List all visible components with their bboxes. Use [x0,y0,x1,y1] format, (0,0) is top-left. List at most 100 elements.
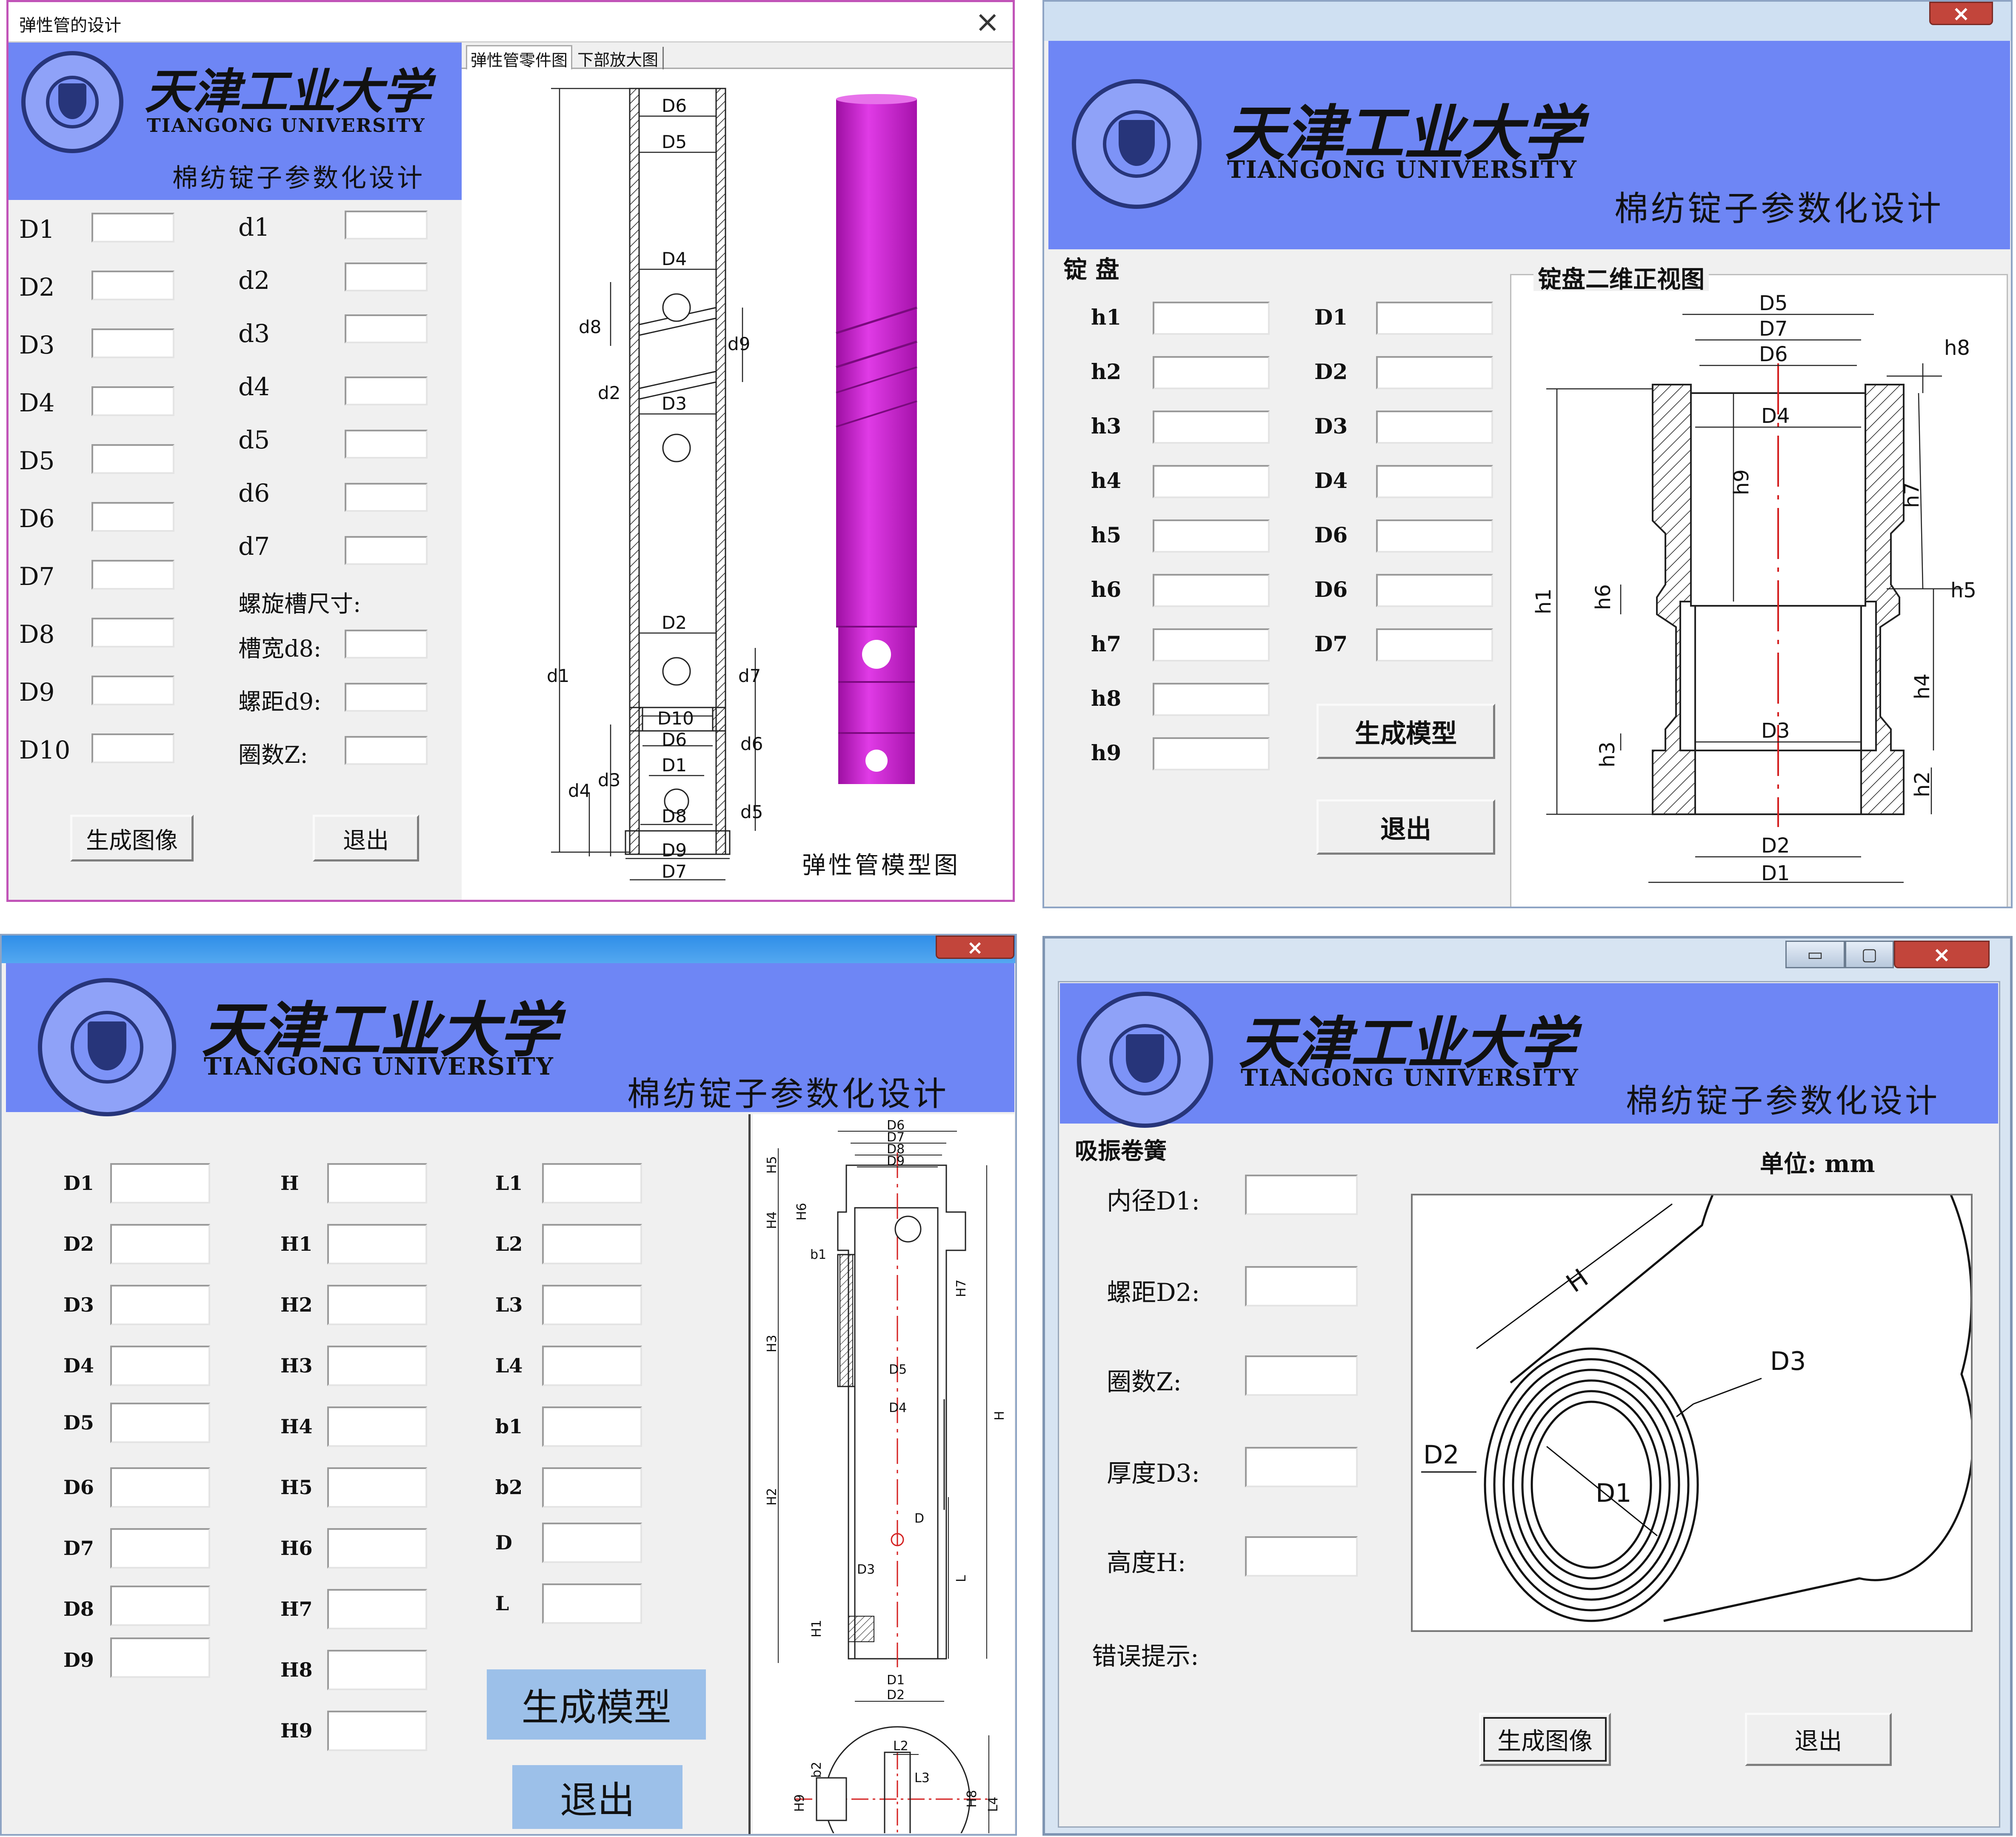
input-D6b[interactable] [1376,574,1493,607]
input-h3[interactable] [1153,411,1270,444]
input-h1[interactable] [1153,302,1270,335]
input-h5[interactable] [1153,519,1270,553]
input-d3[interactable] [345,314,428,343]
input-H7[interactable] [327,1589,427,1629]
exit-button[interactable]: 退出 [313,815,419,861]
input-D6[interactable] [91,502,174,532]
input-h4[interactable] [1153,465,1270,498]
input-H4[interactable] [327,1406,427,1447]
close-button[interactable]: × [1929,2,1993,26]
label-Z: 圈数Z: [238,742,308,768]
input-D4[interactable] [91,386,174,416]
input-H5[interactable] [327,1467,427,1508]
input-L3[interactable] [542,1285,642,1325]
label-H3: H3 [280,1354,313,1377]
dim-H: H [992,1411,1007,1421]
dim-D6: D6 [887,1118,905,1133]
input-D6[interactable] [110,1467,210,1508]
input-D7[interactable] [1376,628,1493,662]
input-L4[interactable] [542,1346,642,1386]
input-d8[interactable] [345,630,428,659]
input-d7[interactable] [345,536,428,565]
label-D2: D2 [63,1232,94,1255]
input-D6a[interactable] [1376,519,1493,553]
input-D8[interactable] [110,1586,210,1626]
input-D1[interactable] [91,213,174,242]
input-D1[interactable] [1245,1175,1358,1215]
input-D9[interactable] [110,1637,210,1678]
input-D4[interactable] [110,1346,210,1386]
input-d4[interactable] [345,377,428,405]
input-D3[interactable] [110,1285,210,1325]
input-D1[interactable] [1376,302,1493,335]
input-h6[interactable] [1153,574,1270,607]
input-d2[interactable] [345,262,428,291]
input-D9[interactable] [91,676,174,705]
tab-lower-enlarged[interactable]: 下部放大图 [573,47,664,70]
input-L2[interactable] [542,1224,642,1264]
generate-model-button[interactable]: 生成模型 [487,1669,706,1740]
dim-b1: b1 [810,1247,826,1262]
exit-button[interactable]: 退出 [1745,1713,1892,1766]
input-D2[interactable] [110,1224,210,1264]
input-D2[interactable] [91,271,174,300]
tab-part-drawing[interactable]: 弹性管零件图 [466,45,573,71]
label-L2: L2 [495,1232,523,1255]
input-D7[interactable] [110,1528,210,1569]
input-D7[interactable] [91,560,174,590]
input-d1[interactable] [345,211,428,240]
label-d1: d1 [238,213,270,242]
dim-H: H [1561,1263,1593,1298]
input-H3[interactable] [327,1346,427,1386]
input-d6[interactable] [345,483,428,512]
input-L1[interactable] [542,1163,642,1204]
input-b1[interactable] [542,1406,642,1447]
input-H8[interactable] [327,1650,427,1690]
input-H[interactable] [1245,1536,1358,1577]
input-Z[interactable] [345,736,428,765]
close-button[interactable]: × [936,936,1014,959]
input-h2[interactable] [1153,356,1270,389]
input-h8[interactable] [1153,683,1270,716]
exit-button[interactable]: 退出 [512,1765,682,1829]
input-D3[interactable] [91,328,174,358]
input-H[interactable] [327,1163,427,1204]
input-D5[interactable] [91,444,174,474]
input-Z[interactable] [1245,1355,1358,1396]
minimize-button[interactable]: ▭ [1785,941,1845,968]
input-D8[interactable] [91,618,174,648]
input-d5[interactable] [345,430,428,459]
label-H8: H8 [280,1658,313,1681]
input-D2[interactable] [1245,1266,1358,1306]
exit-button[interactable]: 退出 [1316,799,1495,855]
generate-image-button[interactable]: 生成图像 [70,815,194,861]
input-h7[interactable] [1153,628,1270,662]
close-button[interactable]: × [1894,941,1990,968]
input-D3[interactable] [1376,411,1493,444]
input-H9[interactable] [327,1711,427,1751]
input-D10[interactable] [91,733,174,763]
input-H1[interactable] [327,1224,427,1264]
coil-ring-1 [1484,1347,1699,1622]
input-H2[interactable] [327,1285,427,1325]
label-D1: D1 [63,1172,94,1195]
input-D5[interactable] [110,1403,210,1443]
tube-drawing-area: D6 D5 D4 d8 d9 d2 D3 D2 d7 d1 D10 D6 d6 … [462,69,1013,900]
input-D[interactable] [542,1523,642,1563]
input-L[interactable] [542,1583,642,1624]
label-H2: H2 [280,1293,313,1316]
coil-ring-4 [1512,1379,1671,1590]
maximize-button[interactable]: ▢ [1845,941,1894,968]
input-H6[interactable] [327,1528,427,1569]
label-D3: D3 [19,331,55,359]
input-D4[interactable] [1376,465,1493,498]
input-D2[interactable] [1376,356,1493,389]
generate-model-button[interactable]: 生成模型 [1316,704,1495,759]
input-h9[interactable] [1153,737,1270,770]
close-icon[interactable]: × [975,4,1000,39]
generate-image-button[interactable]: 生成图像 [1479,1713,1611,1766]
input-d9[interactable] [345,683,428,712]
input-D1[interactable] [110,1163,210,1204]
input-D3[interactable] [1245,1447,1358,1487]
input-b2[interactable] [542,1467,642,1508]
